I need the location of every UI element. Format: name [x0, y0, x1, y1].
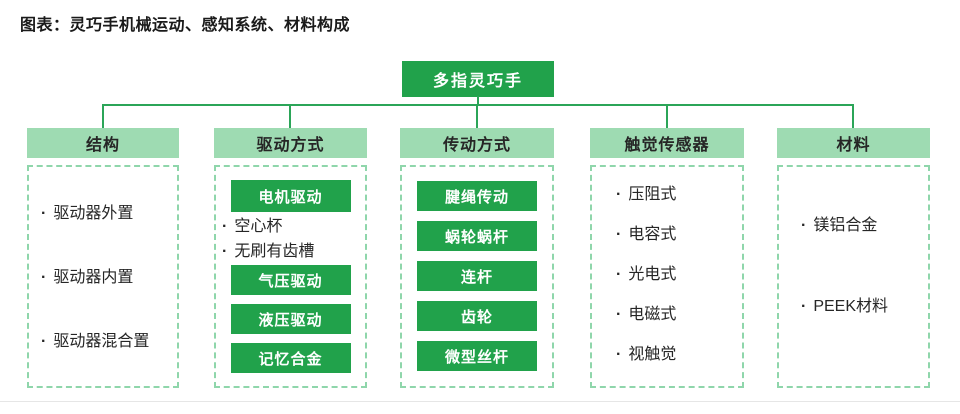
list-item: · 驱动器混合置 — [41, 329, 177, 355]
column-header-structure: 结构 — [27, 128, 179, 158]
bullet-dot: · — [41, 205, 47, 222]
column-header-sensor: 触觉传感器 — [590, 128, 744, 158]
node-gear: 齿轮 — [417, 301, 537, 331]
list-item-label: 光电式 — [628, 266, 677, 283]
list-item-label: 电磁式 — [628, 306, 677, 323]
page-title: 图表：灵巧手机械运动、感知系统、材料构成 — [20, 17, 351, 34]
list-item-label: 空心杯 — [234, 218, 283, 235]
list-item-label: 电容式 — [628, 226, 677, 243]
connector-trunk — [477, 96, 479, 105]
connector-drop-structure — [102, 104, 104, 129]
node-memory-alloy: 记忆合金 — [230, 343, 351, 373]
list-item-label: 压阻式 — [628, 186, 677, 203]
column-body-structure: · 驱动器外置 · 驱动器内置 · 驱动器混合置 — [27, 165, 179, 388]
bullet-dot: · — [616, 266, 622, 283]
list-item: · 无刷有齿槽 — [222, 239, 365, 264]
list-item: · 空心杯 — [222, 214, 365, 239]
bullet-dot: · — [41, 269, 47, 286]
column-header-drive: 驱动方式 — [214, 128, 367, 158]
bullet-dot: · — [801, 298, 807, 315]
bullet-dot: · — [616, 346, 622, 363]
column-body-sensor: · 压阻式 · 电容式 · 光电式 · 电磁式 · 视触觉 — [590, 165, 744, 388]
root-node: 多指灵巧手 — [402, 61, 554, 97]
node-tendon-drive: 腱绳传动 — [417, 181, 537, 211]
bullet-dot: · — [801, 217, 807, 234]
connector-drop-material — [852, 104, 854, 129]
connector-drop-transmission — [476, 104, 478, 129]
list-item-label: 视触觉 — [628, 346, 677, 363]
list-item-label: PEEK材料 — [813, 298, 889, 315]
motor-drive-sublist: · 空心杯 · 无刷有齿槽 — [222, 214, 365, 264]
node-pneumatic-drive: 气压驱动 — [230, 265, 351, 295]
list-item: · 电磁式 — [616, 303, 742, 327]
bullet-dot: · — [222, 218, 228, 235]
list-item-label: 驱动器内置 — [53, 269, 134, 286]
column-header-material: 材料 — [777, 128, 930, 158]
list-item: · 驱动器外置 — [41, 201, 177, 227]
node-hydraulic-drive: 液压驱动 — [230, 304, 351, 334]
root-node-label: 多指灵巧手 — [432, 73, 523, 90]
column-body-drive: 电机驱动 · 空心杯 · 无刷有齿槽 气压驱动 液压驱动 记忆合金 — [214, 165, 367, 388]
list-item-label: 无刷有齿槽 — [234, 243, 315, 260]
bullet-dot: · — [616, 186, 622, 203]
list-item: · PEEK材料 — [801, 295, 928, 319]
bullet-dot: · — [616, 226, 622, 243]
list-item-label: 驱动器混合置 — [53, 333, 150, 350]
list-item-label: 驱动器外置 — [53, 205, 134, 222]
list-item-label: 镁铝合金 — [813, 217, 878, 234]
node-worm-gear: 蜗轮蜗杆 — [417, 221, 537, 251]
list-item: · 光电式 — [616, 263, 742, 287]
list-item: · 电容式 — [616, 223, 742, 247]
list-item: · 视触觉 — [616, 343, 742, 367]
bottom-divider-line — [0, 401, 960, 402]
column-body-transmission: 腱绳传动 蜗轮蜗杆 连杆 齿轮 微型丝杆 — [400, 165, 554, 388]
column-header-transmission: 传动方式 — [400, 128, 554, 158]
list-item: · 镁铝合金 — [801, 214, 928, 238]
bullet-dot: · — [222, 243, 228, 260]
node-linkage: 连杆 — [417, 261, 537, 291]
node-motor-drive: 电机驱动 — [230, 180, 351, 212]
connector-drop-sensor — [666, 104, 668, 129]
bullet-dot: · — [616, 306, 622, 323]
column-body-material: · 镁铝合金 · PEEK材料 — [777, 165, 930, 388]
list-item: · 压阻式 — [616, 183, 742, 207]
bullet-dot: · — [41, 333, 47, 350]
connector-horizontal — [102, 104, 854, 106]
node-micro-leadscrew: 微型丝杆 — [417, 341, 537, 371]
list-item: · 驱动器内置 — [41, 265, 177, 291]
connector-drop-drive — [289, 104, 291, 129]
